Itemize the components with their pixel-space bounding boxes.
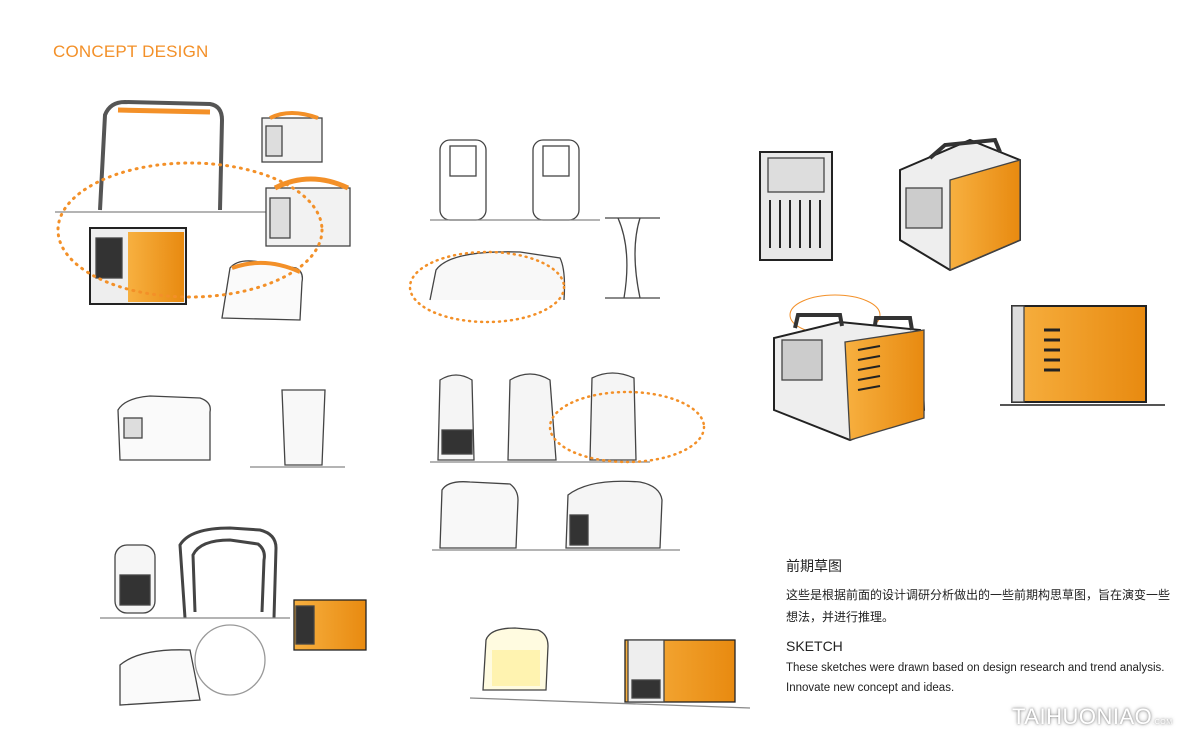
en-description-line-2: Innovate new concept and ideas. [786, 682, 955, 694]
side-view-sketches [432, 480, 680, 551]
en-heading: SKETCH [786, 638, 843, 654]
welder-sketch-small-1 [261, 111, 323, 163]
highlight-ellipse [56, 161, 324, 299]
watermark-text: TAIHUONIAO [1012, 704, 1153, 729]
render-front-view [759, 151, 833, 261]
front-view-variants [430, 372, 706, 464]
handle-sketch-3d [221, 260, 304, 321]
handle-detail-sketch [408, 250, 566, 324]
bottom-middle-sketches [469, 627, 751, 709]
front-view-sketches [430, 139, 660, 299]
3d-view-sketch [117, 389, 345, 468]
en-description-line-1: These sketches were drawn based on desig… [786, 662, 1165, 674]
render-3d-view-1 [899, 137, 1021, 272]
page-title: CONCEPT DESIGN [53, 42, 209, 61]
watermark-suffix: .COM [1152, 719, 1173, 726]
watermark: TAIHUONIAO.COM [1012, 704, 1173, 730]
bottom-left-sketches [100, 526, 367, 706]
cn-heading: 前期草图 [786, 558, 842, 574]
en-description: These sketches were drawn based on desig… [786, 658, 1176, 698]
render-side-view [1000, 305, 1165, 406]
cn-description: 这些是根据前面的设计调研分析做出的一些前期构思草图，旨在演变一些想法，并进行推理… [786, 588, 1171, 624]
welder-render-orange [89, 227, 187, 305]
render-3d-view-2 [773, 313, 926, 442]
welder-sketch-small-2 [265, 176, 351, 247]
